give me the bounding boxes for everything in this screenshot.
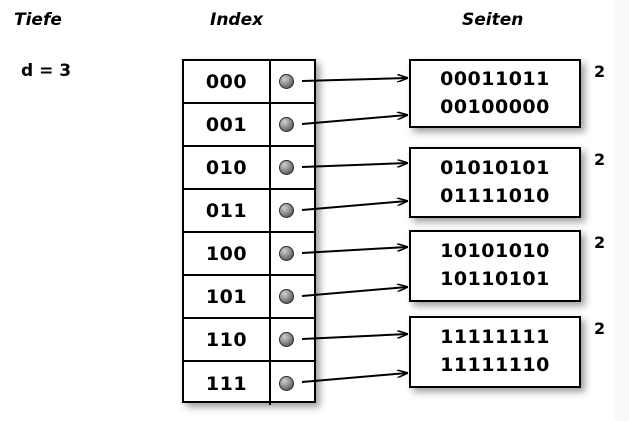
page-count-label: 2	[594, 150, 606, 169]
filled-circle-pointer-icon	[279, 117, 294, 132]
page-line: 10101010	[440, 240, 550, 263]
index-pointer-cell	[271, 276, 314, 317]
index-pointer-cell	[271, 319, 314, 360]
index-pointer-cell	[271, 190, 314, 231]
index-row: 111	[184, 362, 314, 405]
arrow-110-to-page-7	[301, 334, 407, 340]
arrow-011-to-page-4	[301, 201, 407, 211]
index-key: 001	[184, 104, 271, 145]
index-key: 011	[184, 190, 271, 231]
index-key: 110	[184, 319, 271, 360]
arrow-111-to-page-8	[301, 373, 407, 383]
index-row: 101	[184, 276, 314, 319]
depth-value-label: d = 3	[21, 61, 72, 81]
index-key: 000	[184, 61, 271, 102]
page-line: 01111010	[440, 184, 550, 207]
column-header-pages: Seiten	[462, 10, 524, 30]
index-pointer-cell	[271, 147, 314, 188]
page-count-label: 2	[594, 319, 606, 338]
filled-circle-pointer-icon	[279, 74, 294, 89]
filled-circle-pointer-icon	[279, 246, 294, 261]
page-line: 10110101	[440, 268, 550, 290]
index-key: 111	[184, 362, 271, 405]
column-header-index: Index	[210, 10, 264, 30]
page-count-label: 2	[594, 62, 606, 81]
filled-circle-pointer-icon	[279, 376, 294, 391]
right-edge-strip	[615, 0, 629, 421]
filled-circle-pointer-icon	[279, 203, 294, 218]
filled-circle-pointer-icon	[279, 160, 294, 175]
index-row: 001	[184, 104, 314, 147]
index-pointer-cell	[271, 61, 314, 102]
filled-circle-pointer-icon	[279, 289, 294, 304]
index-table: 000 001 010 011 100	[182, 59, 316, 405]
index-pointer-cell	[271, 233, 314, 274]
index-key: 101	[184, 276, 271, 317]
arrow-100-to-page-5	[301, 247, 407, 254]
page-count-label: 2	[594, 233, 606, 252]
page-box: 00011011 00100000	[409, 59, 581, 128]
arrow-001-to-page-2	[301, 115, 407, 125]
page-box: 10101010 10110101	[409, 230, 581, 302]
index-pointer-cell	[271, 104, 314, 145]
column-header-depth: Tiefe	[14, 10, 62, 30]
arrow-101-to-page-6	[301, 287, 407, 297]
page-box: 01010101 01111010	[409, 147, 581, 218]
index-key: 010	[184, 147, 271, 188]
index-pointer-cell	[271, 362, 314, 405]
index-row: 000	[184, 61, 314, 104]
page-line: 01010101	[440, 156, 550, 179]
filled-circle-pointer-icon	[279, 332, 294, 347]
page-line: 00100000	[440, 95, 550, 118]
arrow-010-to-page-3	[301, 163, 407, 168]
page-line: 11111110	[440, 354, 550, 376]
index-key: 100	[184, 233, 271, 274]
arrow-000-to-page-1	[301, 78, 407, 81]
index-row: 010	[184, 147, 314, 190]
index-row: 110	[184, 319, 314, 362]
page-box: 11111111 11111110	[409, 316, 581, 388]
index-row: 011	[184, 190, 314, 233]
page-line: 00011011	[440, 67, 550, 90]
page-line: 11111111	[440, 326, 550, 349]
index-row: 100	[184, 233, 314, 276]
